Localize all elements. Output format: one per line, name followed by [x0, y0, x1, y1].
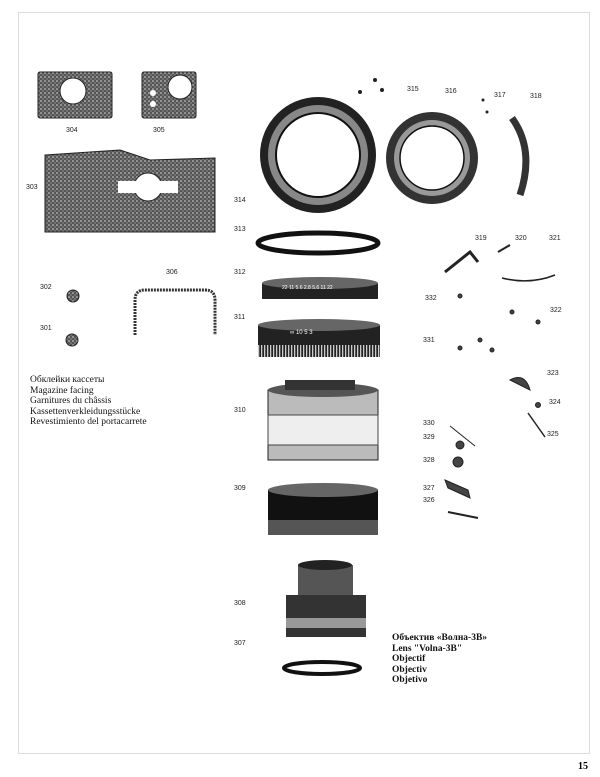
- part-number: 323: [547, 370, 559, 377]
- caption-magazine-facing: Обклейки кассеты Magazine facing Garnitu…: [30, 375, 147, 428]
- part-number: 313: [234, 226, 246, 233]
- part-number: 325: [547, 431, 559, 438]
- part-318-arc: [509, 115, 530, 197]
- caption-line: Objetivo: [392, 675, 428, 685]
- part-number: 324: [549, 399, 561, 406]
- part-number: 329: [423, 434, 435, 441]
- part-309-hood: [268, 483, 378, 535]
- part-number: 316: [445, 88, 457, 95]
- part-number: 301: [40, 325, 52, 332]
- part-308-lens-barrel: [286, 560, 366, 637]
- caption-line: Objectiv: [392, 664, 427, 675]
- caption-line: Garnitures du châssis: [30, 396, 112, 406]
- part-306-spring: [133, 288, 217, 335]
- part-number: 315: [407, 86, 419, 93]
- part-number: 320: [515, 235, 527, 242]
- part-number: 302: [40, 284, 52, 291]
- part-312-ring: [262, 277, 378, 299]
- part-number: 304: [66, 127, 78, 134]
- small-screws-315-317: [358, 78, 489, 114]
- part-number: 317: [494, 92, 506, 99]
- caption-line: Objectif: [392, 654, 426, 664]
- part-number: 311: [234, 314, 246, 321]
- caption-line: Lens "Volna-3B": [392, 643, 463, 654]
- part-number: 308: [234, 600, 246, 607]
- part-301: [65, 333, 79, 347]
- caption-line: Обклейки кассеты: [30, 375, 105, 385]
- part-number: 314: [234, 197, 246, 204]
- part-number: 312: [234, 269, 246, 276]
- part-316-ring: [386, 112, 478, 204]
- part-number: 327: [423, 485, 435, 492]
- part-number: 321: [549, 235, 561, 242]
- small-parts-319-332: [444, 244, 556, 519]
- part-number: 310: [234, 407, 246, 414]
- part-303-facing-plate: [44, 149, 216, 233]
- part-314-ring: [260, 97, 376, 213]
- part-302: [66, 289, 80, 303]
- part-number: 303: [26, 184, 38, 191]
- part-number: 332: [425, 295, 437, 302]
- part-number: 309: [234, 485, 246, 492]
- part-number: 328: [423, 457, 435, 464]
- caption-line: Magazine facing: [30, 385, 94, 396]
- part-number: 305: [153, 127, 165, 134]
- ring-313-marking: 22 16 11 8 5.6 4 2.8: [280, 239, 325, 245]
- ring-312-marking: 22 11 5.6 2.8 5.6 11 22: [282, 285, 333, 291]
- part-311-focus-ring: [258, 319, 380, 357]
- caption-lens: Объектив «Волна-3В» Lens "Volna-3B" Obje…: [392, 633, 487, 686]
- caption-line: Kassettenverkleidungsstücke: [30, 406, 141, 417]
- part-number: 318: [530, 93, 542, 100]
- page-number: 15: [578, 761, 588, 772]
- part-304-facing-plate: [37, 71, 113, 119]
- part-number: 322: [550, 307, 562, 314]
- part-307-ring: [282, 660, 362, 676]
- part-305-facing-plate: [141, 71, 197, 119]
- part-number: 319: [475, 235, 487, 242]
- part-number: 307: [234, 640, 246, 647]
- part-number: 326: [423, 497, 435, 504]
- part-number: 331: [423, 337, 435, 344]
- part-number: 330: [423, 420, 435, 427]
- caption-line: Revestimiento del portacarrete: [30, 417, 147, 427]
- page-frame: [18, 12, 590, 754]
- part-313-aperture-ring: [255, 230, 381, 256]
- caption-line: Объектив «Волна-3В»: [392, 633, 488, 643]
- ring-311-marking: ∞ 10 5 3: [290, 330, 313, 336]
- part-310-lens-body: [267, 380, 379, 461]
- part-number: 306: [166, 269, 178, 276]
